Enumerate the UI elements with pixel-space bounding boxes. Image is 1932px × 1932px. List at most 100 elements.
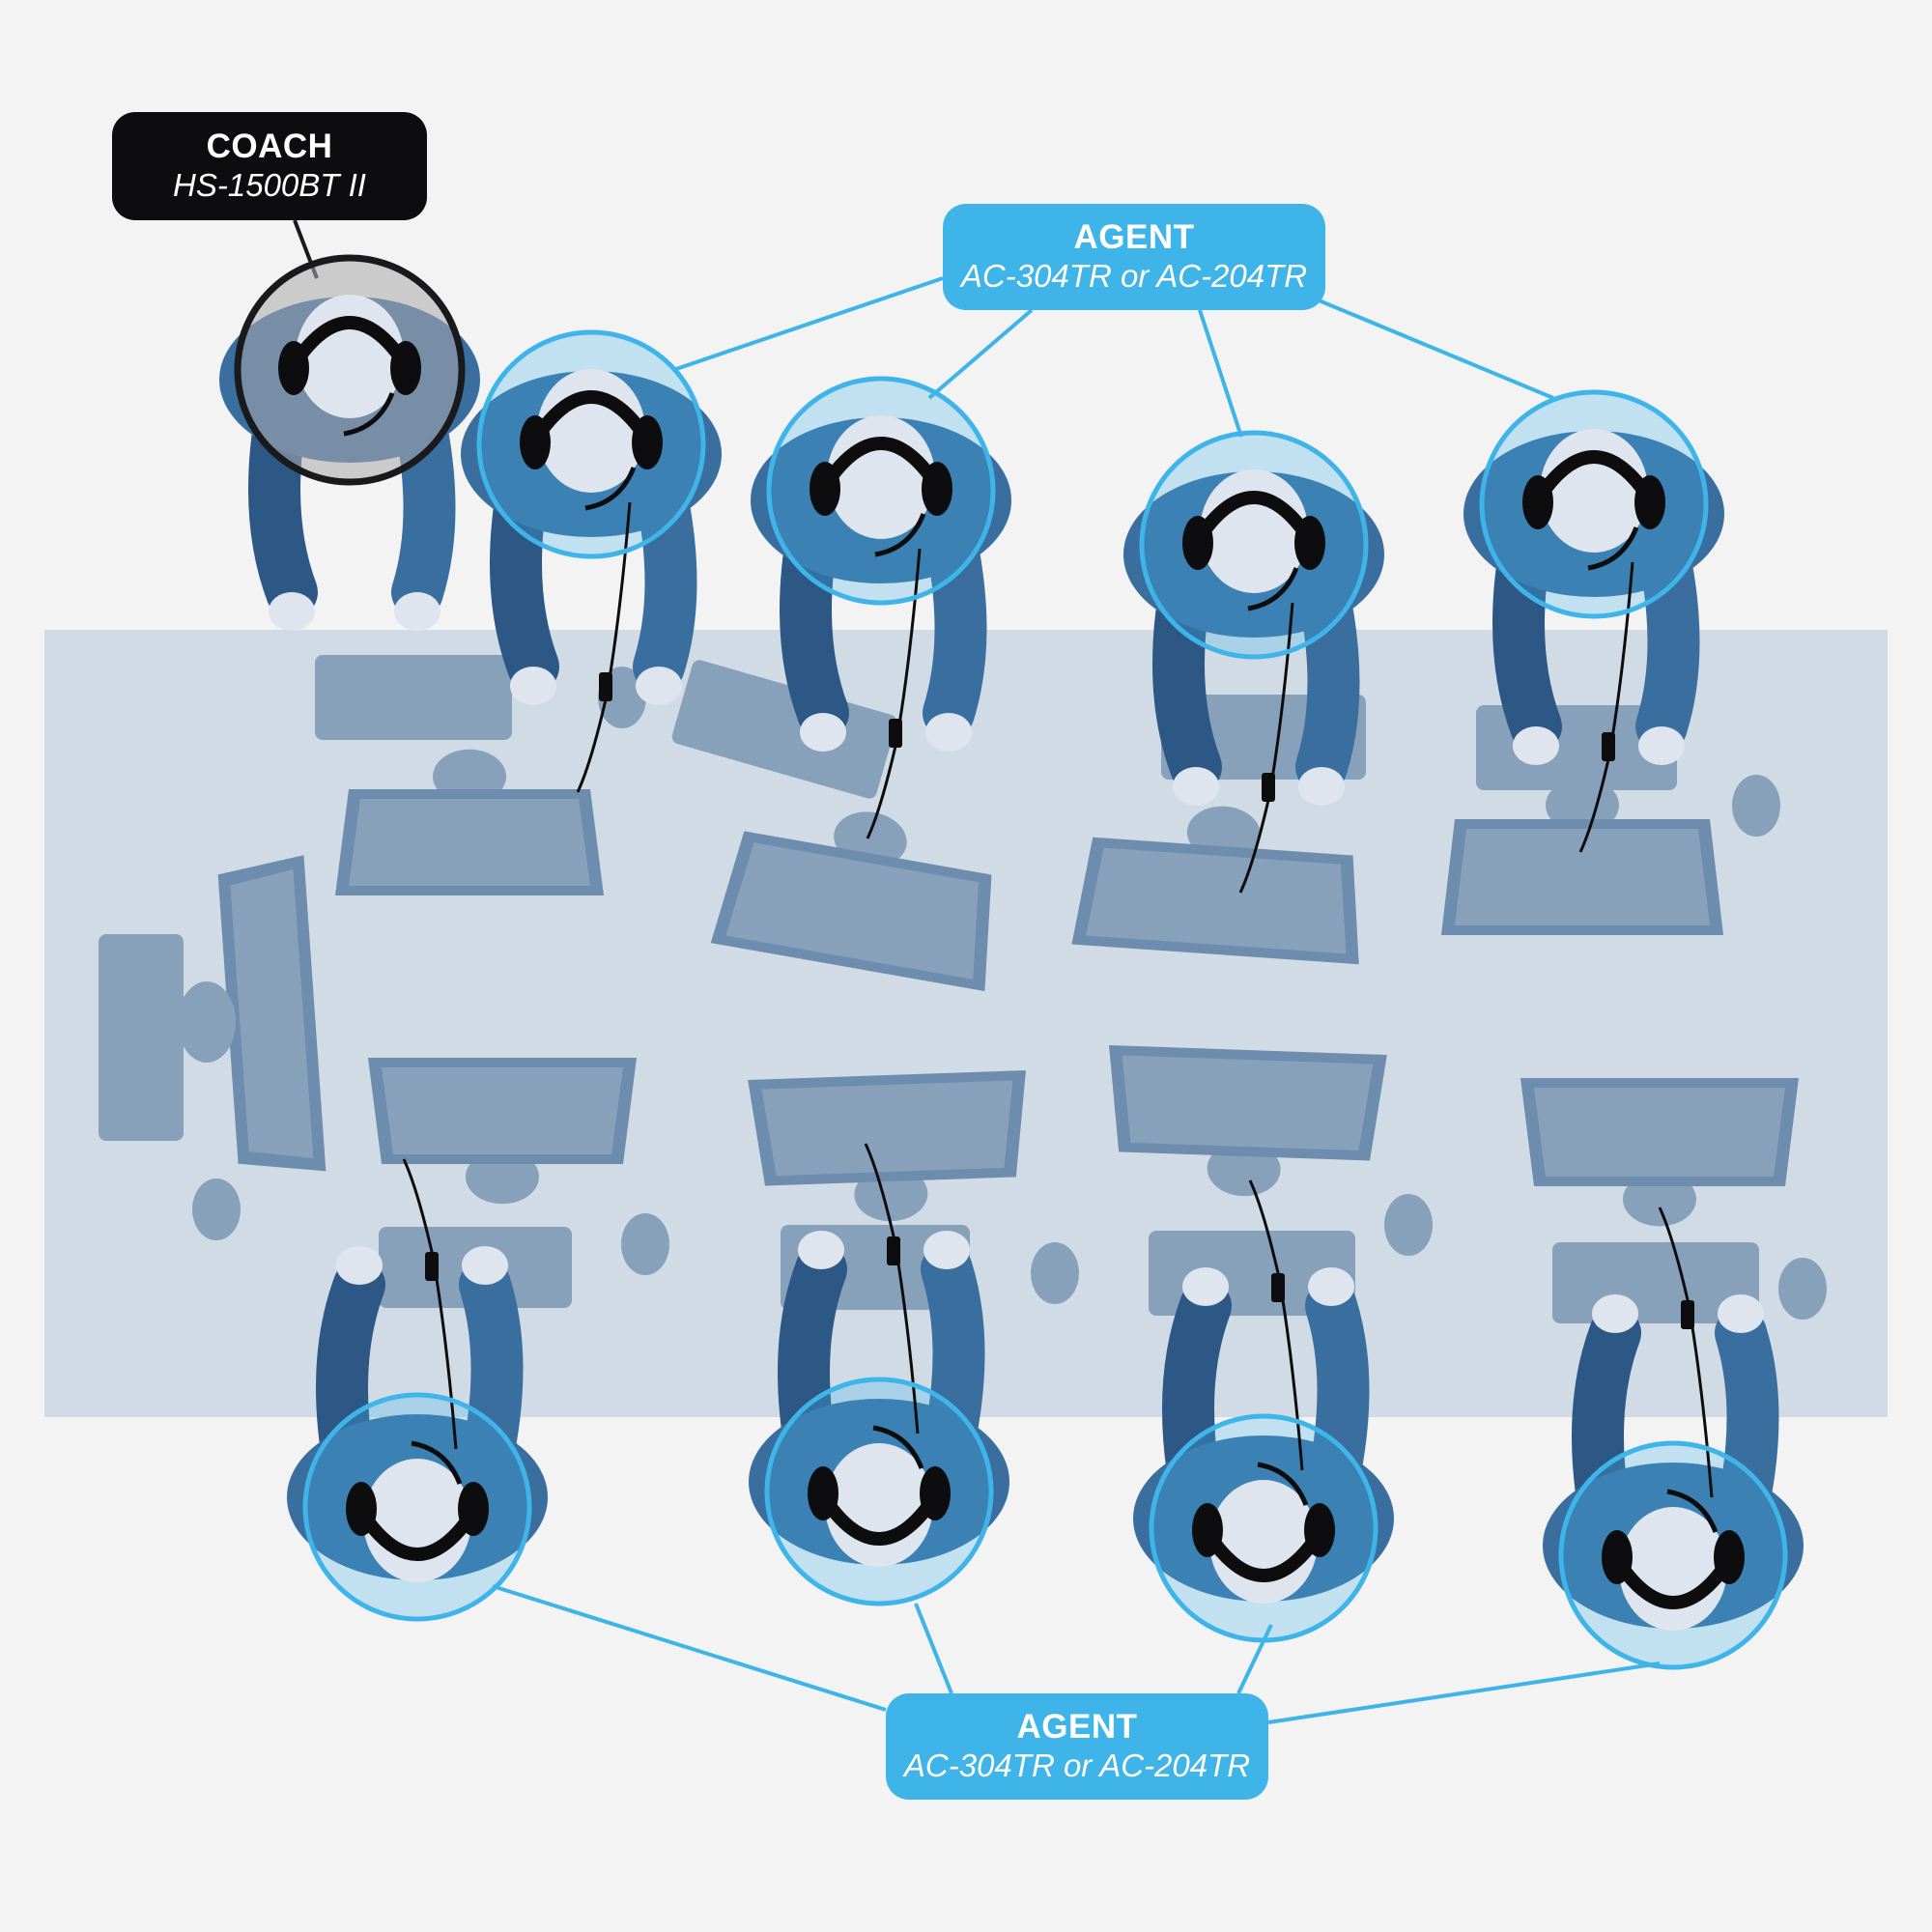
hand <box>798 1231 844 1269</box>
inline-controller-icon <box>1262 773 1275 802</box>
monitor <box>1441 778 1723 935</box>
headset-band-icon <box>1203 1529 1324 1582</box>
headset-earcup-icon <box>520 415 551 469</box>
headset-earcup-icon <box>810 462 840 516</box>
hand <box>510 667 556 705</box>
desk-equipment <box>99 655 1827 1323</box>
monitor <box>1520 1078 1799 1227</box>
selection-ring <box>764 1377 994 1606</box>
agent-connector-line <box>927 308 1034 400</box>
selection-ring <box>1149 1413 1378 1643</box>
keyboard <box>671 660 897 799</box>
monitor-screen <box>349 799 590 886</box>
headset-earcup-icon <box>1304 1503 1335 1557</box>
hand <box>1308 1267 1354 1306</box>
agent-person <box>1123 430 1384 894</box>
coach-callout: COACH HS-1500BT II <box>112 112 427 220</box>
headset-mic-boom-icon <box>874 513 926 557</box>
hand <box>1173 767 1219 806</box>
headset-earcup-icon <box>920 1466 951 1520</box>
headset-earcup-icon <box>1634 475 1665 529</box>
headset-earcup-icon <box>346 1482 377 1536</box>
monitor <box>748 1070 1026 1222</box>
keyboard <box>315 655 512 740</box>
monitor <box>335 749 604 895</box>
agent-person <box>1463 389 1724 853</box>
headset-earcup-icon <box>1294 516 1325 570</box>
agent-connector-line <box>1236 1624 1273 1694</box>
mouse <box>1778 1258 1827 1320</box>
selection-ring <box>234 254 466 486</box>
inline-controller-icon <box>1681 1300 1694 1329</box>
agent-person <box>749 1143 1009 1606</box>
headset-band-icon <box>1533 450 1655 503</box>
coach-callout-model: HS-1500BT II <box>173 167 366 204</box>
monitor-screen <box>725 842 979 980</box>
agent-person <box>287 1158 548 1622</box>
inline-controller-icon <box>1271 1273 1285 1302</box>
headset-mic-boom-icon <box>1587 526 1639 571</box>
agent-callout-top-title: AGENT <box>1073 218 1195 257</box>
coach-person <box>219 254 480 631</box>
selection-ring <box>476 329 706 559</box>
agent-connector-line <box>1267 1662 1661 1724</box>
headset-mic-boom-icon <box>1247 567 1299 611</box>
hand <box>1513 726 1559 765</box>
inline-controller-icon <box>599 672 612 701</box>
inline-controller-icon <box>425 1252 439 1281</box>
monitor-screen <box>382 1067 623 1154</box>
headset-band-icon <box>1193 491 1315 544</box>
agent-callout-top: AGENT AC-304TR or AC-204TR <box>943 204 1325 310</box>
headset-band-icon <box>818 1492 940 1546</box>
headset-band-icon <box>1612 1556 1734 1609</box>
headset-mic-boom-icon <box>584 467 637 511</box>
headset-earcup-icon <box>922 462 952 516</box>
headset-earcup-icon <box>808 1466 838 1520</box>
hand <box>1182 1267 1229 1306</box>
monitor <box>1071 806 1359 965</box>
hand <box>336 1246 383 1285</box>
coach-callout-title: COACH <box>206 128 333 166</box>
agent-connector-line <box>492 1584 887 1712</box>
agent-connector-line <box>1198 309 1243 438</box>
headset-band-icon <box>820 437 942 490</box>
monitor-screen <box>1086 847 1347 954</box>
headset-band-icon <box>530 390 652 443</box>
headset-earcup-icon <box>1182 516 1213 570</box>
hand <box>800 713 846 752</box>
selection-ring <box>766 376 996 606</box>
mouse <box>621 1213 669 1275</box>
agent-person <box>1133 1179 1394 1643</box>
headset-mic-boom-icon <box>872 1425 924 1469</box>
hand <box>1592 1294 1638 1333</box>
headset-mic-boom-icon <box>411 1440 463 1485</box>
agent-callout-top-model: AC-304TR or AC-204TR <box>960 258 1308 295</box>
people <box>219 254 1804 1670</box>
hand <box>636 667 682 705</box>
mouse <box>1732 775 1780 837</box>
headset-mic-boom-icon <box>343 392 395 437</box>
monitor-screen <box>761 1080 1013 1177</box>
hand <box>1638 726 1685 765</box>
headset-band-icon <box>356 1508 478 1561</box>
hand <box>269 592 315 631</box>
hand <box>923 1231 970 1269</box>
headset-earcup-icon <box>632 415 663 469</box>
monitor-screen <box>1455 829 1710 925</box>
headset-earcup-icon <box>1192 1503 1223 1557</box>
agent-connector-line <box>914 1603 953 1694</box>
mouse <box>192 1179 241 1240</box>
headset-earcup-icon <box>1602 1530 1633 1584</box>
mouse <box>1384 1194 1433 1256</box>
agent-callout-bottom-title: AGENT <box>1016 1708 1138 1747</box>
monitor-screen <box>230 868 314 1159</box>
headset-earcup-icon <box>278 341 309 395</box>
headset-band-icon <box>289 316 411 369</box>
headset-earcup-icon <box>458 1482 489 1536</box>
agent-connector-line <box>1311 296 1554 400</box>
selection-ring <box>1558 1440 1788 1670</box>
agent-person <box>1543 1207 1804 1670</box>
hand <box>394 592 440 631</box>
headset-mic-boom-icon <box>1257 1462 1309 1506</box>
monitor <box>710 811 992 992</box>
